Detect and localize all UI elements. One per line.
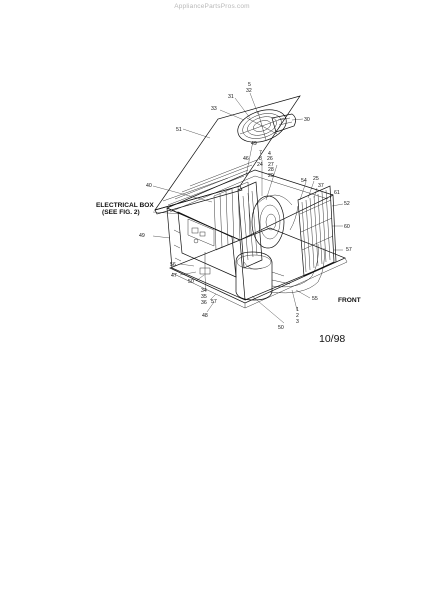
callout-28: 28	[268, 167, 274, 173]
callout-4: 4	[268, 151, 271, 157]
callout-50-bottom: 50	[278, 325, 284, 331]
callout-7: 7	[259, 150, 262, 156]
callout-46: 46	[243, 156, 249, 162]
refrigerant-tubing	[269, 205, 325, 294]
callout-49-top: 49	[251, 141, 257, 147]
callout-37: 37	[318, 183, 324, 189]
callout-3: 3	[296, 319, 299, 325]
callout-55: 55	[312, 296, 318, 302]
callout-5: 5	[248, 82, 251, 88]
callout-2: 2	[296, 313, 299, 319]
revision-date: 10/98	[319, 333, 345, 345]
callout-36: 36	[201, 300, 207, 306]
callout-54: 54	[301, 178, 307, 184]
callout-60: 60	[344, 224, 350, 230]
callout-49-left: 49	[139, 233, 145, 239]
callout-51-top: 51	[176, 127, 182, 133]
callout-26: 26	[267, 156, 273, 162]
callout-24: 24	[257, 162, 263, 168]
top-panel	[154, 95, 301, 215]
callout-29: 29	[268, 173, 274, 179]
callout-48: 48	[202, 313, 208, 319]
callout-31: 31	[228, 94, 234, 100]
front-label: FRONT	[338, 297, 361, 304]
callout-50-left: 50	[188, 279, 194, 285]
callout-57-right: 57	[346, 247, 352, 253]
callout-32: 32	[246, 88, 252, 94]
electrical-box-label: ELECTRICAL BOX	[96, 202, 154, 209]
callout-35: 35	[201, 294, 207, 300]
callout-25: 25	[313, 176, 319, 182]
callout-30: 30	[304, 117, 310, 123]
partition-panel	[237, 181, 263, 269]
fan-grille	[237, 109, 287, 143]
callout-34: 34	[201, 288, 207, 294]
callout-33: 33	[211, 106, 217, 112]
callout-40: 40	[146, 183, 152, 189]
callout-numbers: 5 32 31 33 30 51 49 7 4 8 26 46 24 27 28…	[139, 82, 352, 331]
callout-56: 56	[170, 262, 176, 268]
leader-lines	[152, 92, 344, 324]
evaporator-coil	[213, 181, 251, 251]
electrical-box-ref-label: (SEE FIG. 2)	[102, 209, 140, 216]
callout-47: 47	[171, 273, 177, 279]
callout-52: 52	[344, 201, 350, 207]
callout-1: 1	[296, 307, 299, 313]
callout-61: 61	[334, 190, 340, 196]
callout-27: 27	[268, 162, 274, 168]
condenser-coil	[297, 185, 335, 277]
callout-57-left: 57	[211, 299, 217, 305]
callout-8: 8	[259, 156, 262, 162]
blower-housing	[251, 194, 293, 249]
fan-motor	[271, 113, 296, 133]
watermark: AppliancePartsPros.com	[174, 3, 250, 10]
